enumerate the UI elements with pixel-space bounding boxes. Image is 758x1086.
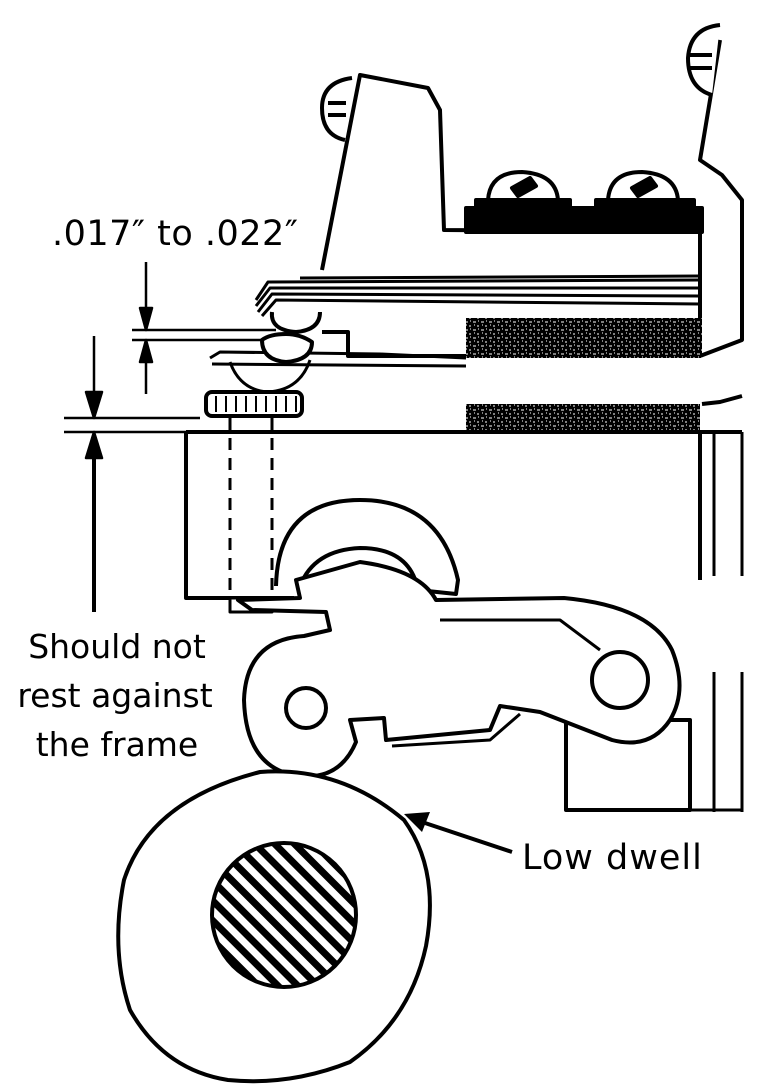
top-right-screw-icon <box>686 23 721 97</box>
clamp-plate <box>464 206 704 234</box>
stop-arc <box>274 498 460 596</box>
upper-screw-icon <box>320 76 353 142</box>
lower-insulator <box>466 404 700 432</box>
cam-shaft <box>210 841 358 989</box>
hidden-stud-lines <box>228 418 274 598</box>
cam-follower-lever <box>236 560 682 779</box>
clamp-screw-2-icon <box>594 170 696 212</box>
lower-contact <box>260 332 314 364</box>
frame-clearance-dimension <box>64 336 200 612</box>
gap-dimension <box>132 262 276 394</box>
upper-insulator <box>466 318 702 358</box>
note-line-3: the frame <box>35 725 199 764</box>
upper-contact <box>269 311 322 334</box>
low-dwell-label: Low dwell <box>522 838 703 878</box>
clamp-screw-1-icon <box>474 170 572 212</box>
contact-springs <box>254 274 701 317</box>
knurled-stud <box>204 390 304 418</box>
cam <box>116 769 432 1084</box>
gap-dimension-label: .017″ to .022″ <box>52 214 299 254</box>
low-dwell-leader <box>404 812 513 854</box>
note-line-2: rest against <box>17 676 213 715</box>
note-line-1: Should not <box>28 627 206 666</box>
